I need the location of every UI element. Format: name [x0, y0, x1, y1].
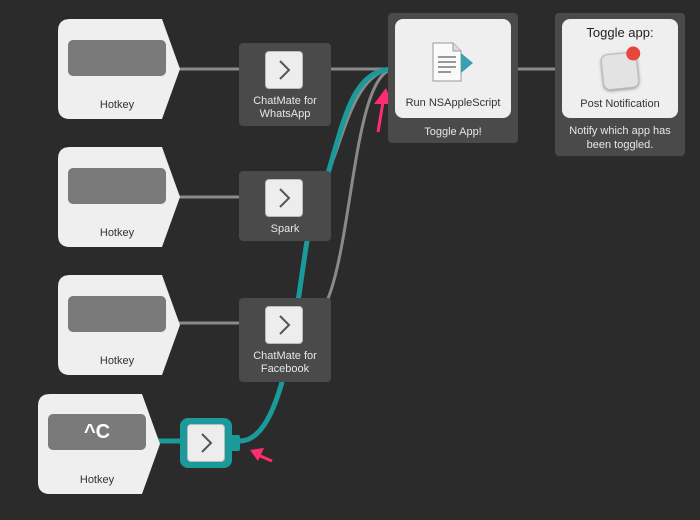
filter-spark[interactable]: Spark — [239, 171, 331, 241]
notification-panel[interactable]: Toggle app: Post Notification Notify whi… — [555, 13, 685, 156]
hotkey-label: Hotkey — [79, 474, 115, 486]
chevron-right-icon[interactable] — [265, 179, 303, 217]
hotkey-field[interactable] — [68, 40, 166, 76]
filter-label: ChatMate for WhatsApp — [253, 95, 317, 120]
hotkey-trigger-2[interactable]: Hotkey — [58, 147, 182, 247]
notification-card[interactable]: Toggle app: Post Notification — [562, 19, 678, 118]
hotkey-label: Hotkey — [99, 99, 135, 111]
filter-label: Spark — [270, 223, 300, 235]
filter-facebook[interactable]: ChatMate for Facebook — [239, 298, 331, 382]
script-action-card[interactable]: Run NSAppleScript — [395, 19, 511, 118]
hotkey-trigger-4[interactable]: ^C Hotkey — [38, 394, 162, 494]
chevron-right-icon[interactable] — [265, 51, 303, 89]
annotation-arrow-icon — [374, 88, 392, 133]
hotkey-field[interactable]: ^C — [48, 414, 146, 450]
script-document-icon — [432, 42, 473, 82]
hotkey-trigger-3[interactable]: Hotkey — [58, 275, 182, 375]
filter-selected[interactable] — [180, 418, 240, 468]
script-action-subtitle: Toggle App! — [424, 126, 482, 138]
hotkey-trigger-1[interactable]: Hotkey — [58, 19, 182, 119]
filter-whatsapp[interactable]: ChatMate for WhatsApp — [239, 43, 331, 126]
notification-subtitle: Notify which app has been toggled. — [569, 125, 671, 151]
chevron-right-icon[interactable] — [187, 424, 225, 462]
annotation-arrow-icon — [250, 448, 273, 463]
notification-label: Post Notification — [580, 98, 660, 110]
hotkey-label: Hotkey — [99, 355, 135, 367]
script-action-panel[interactable]: Run NSAppleScript Toggle App! — [388, 13, 518, 143]
notification-icon — [600, 45, 641, 91]
hotkey-field[interactable] — [68, 296, 166, 332]
hotkey-label: Hotkey — [99, 227, 135, 239]
output-connector[interactable] — [228, 435, 240, 451]
script-action-label: Run NSAppleScript — [405, 97, 501, 109]
hotkey-field[interactable] — [68, 168, 166, 204]
badge-dot-icon — [625, 45, 641, 62]
filter-label: ChatMate for Facebook — [253, 350, 317, 375]
chevron-right-icon[interactable] — [265, 306, 303, 344]
notification-title: Toggle app: — [586, 25, 654, 40]
